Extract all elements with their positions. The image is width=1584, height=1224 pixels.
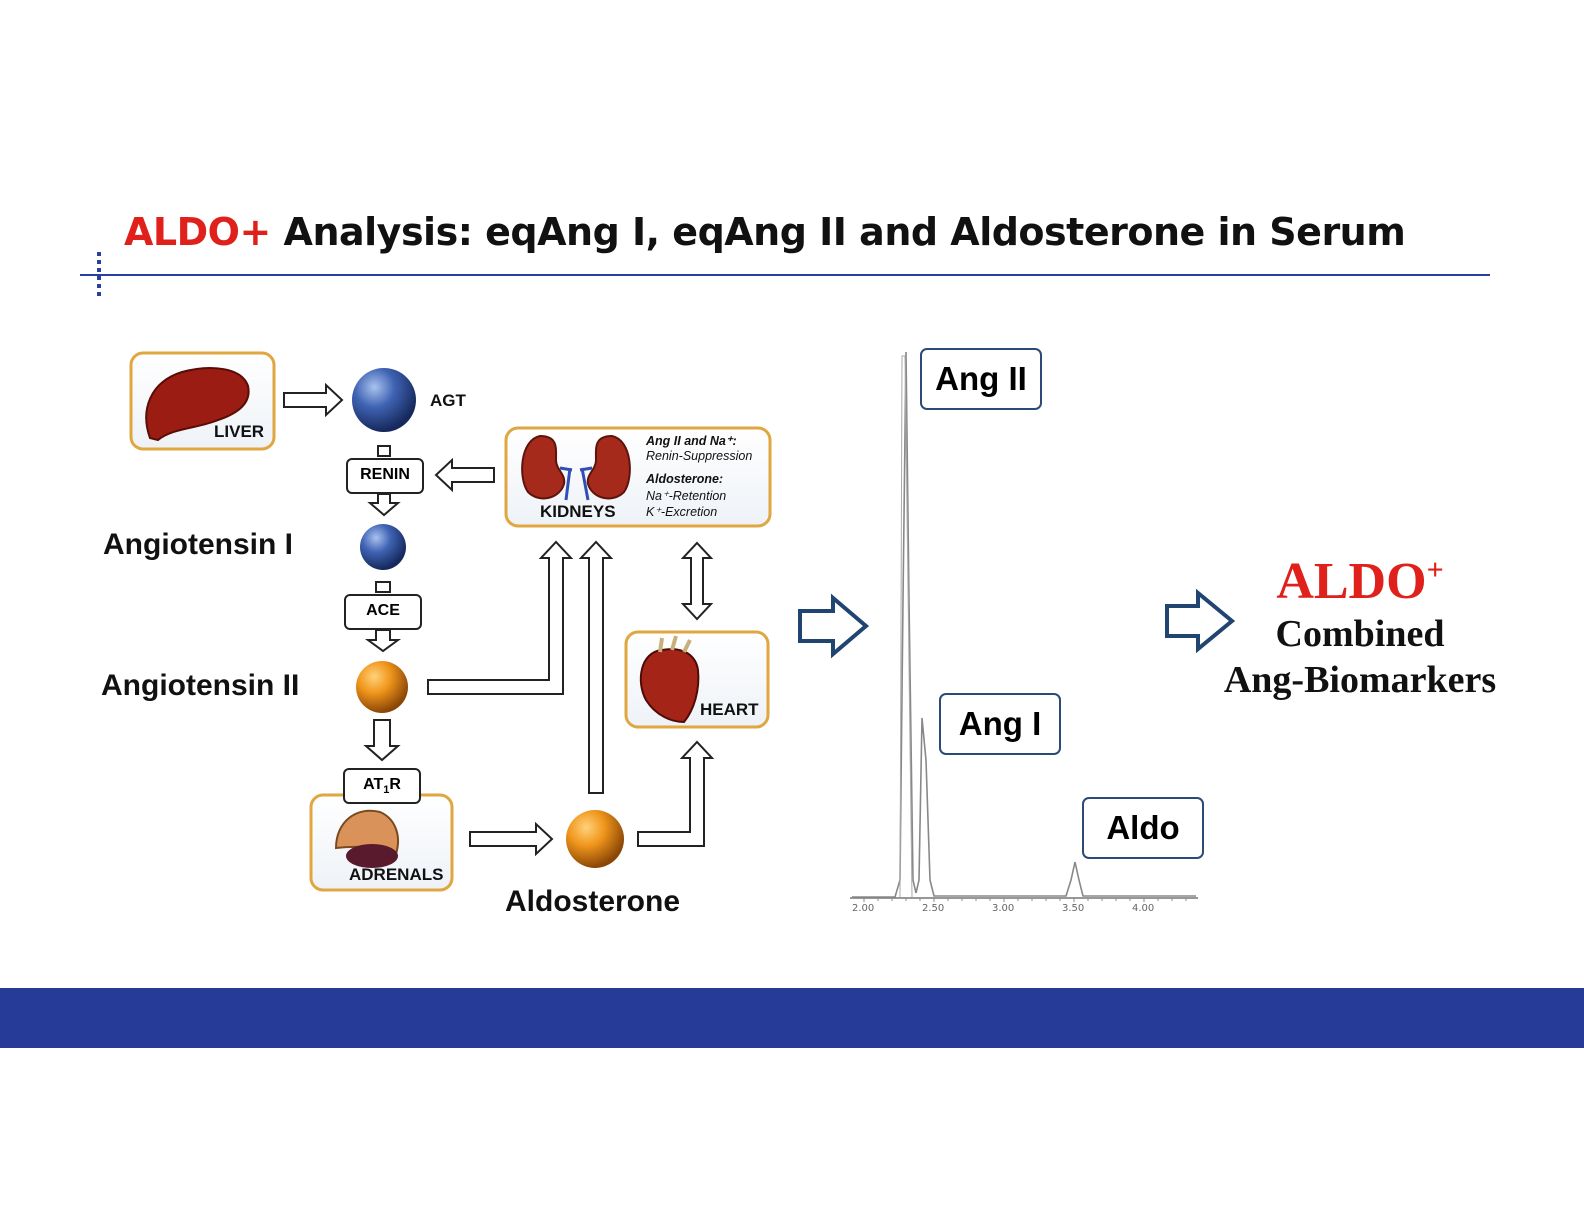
x-tick-label: 3.50 — [1062, 903, 1085, 914]
agt-ball — [352, 368, 416, 432]
arrow-adrenals-aldo — [469, 821, 554, 857]
kidney-note-2: Renin-Suppression — [646, 449, 753, 463]
kidney-note-1: Ang II and Na⁺: — [646, 434, 737, 448]
arrow-ace-down — [364, 629, 402, 653]
aldosterone-label: Aldosterone — [505, 885, 681, 918]
kidneys-label: KIDNEYS — [540, 502, 616, 521]
kidney-left-icon — [521, 434, 566, 500]
at1r-end: R — [389, 776, 401, 793]
arrow-ace-top — [375, 581, 391, 593]
arrow-to-chromatogram — [798, 593, 870, 659]
arrow-liver-agt — [283, 382, 344, 418]
result-line-2: Ang-Biomarkers — [1223, 659, 1497, 701]
title-text: Analysis: eqAng I, eqAng II and Aldoster… — [270, 210, 1406, 254]
kidney-note-3: Aldosterone: — [646, 472, 724, 486]
slide-title: ALDO+ Analysis: eqAng I, eqAng II and Al… — [124, 210, 1406, 254]
agt-label: AGT — [430, 391, 466, 410]
result-brand-text: ALDO — [1276, 553, 1427, 610]
adrenal-icon — [334, 809, 399, 856]
arrow-ang2-kidneys — [427, 540, 574, 695]
adrenals-label: ADRENALS — [349, 865, 444, 884]
peak-label-ang1: Ang I — [939, 693, 1061, 755]
arrow-heart-kidneys — [680, 541, 714, 621]
angiotensin-1-ball — [360, 524, 406, 570]
renin-box: RENIN — [346, 458, 424, 494]
arrow-aldo-kidneys — [578, 540, 614, 794]
arrow-agt-ang1 — [377, 445, 391, 457]
at1r-sub: 1 — [383, 784, 390, 797]
angiotensin-2-label: Angiotensin II — [101, 669, 300, 702]
peak-label-ang2: Ang II — [920, 348, 1042, 410]
angiotensin-1-label: Angiotensin I — [103, 528, 293, 561]
result-brand: ALDO+ — [1205, 552, 1515, 611]
title-brand: ALDO+ — [124, 210, 271, 254]
result-line-1: Combined — [1275, 613, 1445, 655]
arrow-kidneys-renin — [434, 457, 495, 493]
x-tick-label: 2.50 — [922, 903, 945, 914]
angiotensin-2-ball — [356, 661, 408, 713]
at1r-box: AT1R — [343, 768, 421, 804]
kidney-note-5: K⁺-Excretion — [646, 505, 718, 519]
heart-vessels-icon — [658, 635, 692, 653]
liver-label: LIVER — [214, 422, 265, 441]
heart-label: HEART — [700, 700, 759, 719]
kidney-right-icon — [586, 434, 631, 500]
kidney-note-4: Na⁺-Retention — [646, 489, 727, 503]
heart-icon — [639, 648, 700, 724]
chromatogram-minor-ticks — [863, 898, 1187, 902]
result-brand-sup: + — [1426, 553, 1444, 587]
x-tick-label: 4.00 — [1132, 903, 1155, 914]
result-block: ALDO+ Combined Ang-Biomarkers — [1205, 552, 1515, 703]
x-tick-label: 3.00 — [992, 903, 1015, 914]
footer-band — [0, 988, 1584, 1048]
x-tick-label: 2.00 — [852, 903, 875, 914]
title-rule — [80, 274, 1490, 276]
arrow-aldo-heart — [637, 740, 715, 847]
arrow-ang2-at1r — [363, 719, 401, 762]
arrow-renin-down — [367, 493, 401, 517]
ureter-icon — [559, 466, 593, 501]
ace-box: ACE — [344, 594, 422, 630]
peak-label-aldo: Aldo — [1082, 797, 1204, 859]
aldosterone-ball — [566, 810, 624, 868]
at1r-main: AT — [363, 776, 384, 793]
